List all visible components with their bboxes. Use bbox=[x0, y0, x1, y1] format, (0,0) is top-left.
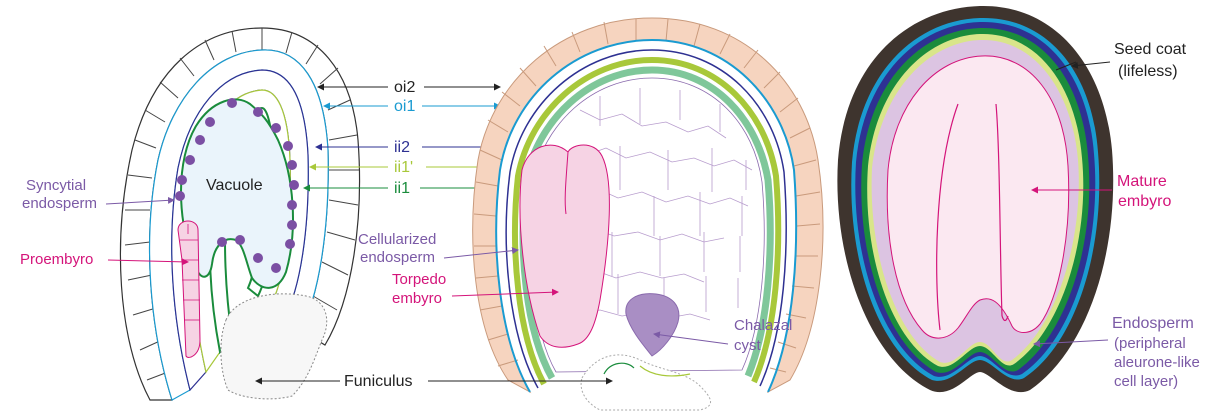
endosperm-label-2: (peripheral bbox=[1114, 335, 1186, 352]
endosperm-label-1: Endosperm bbox=[1112, 315, 1194, 332]
funiculus-label: Funiculus bbox=[344, 373, 412, 390]
vacuole-label: Vacuole bbox=[206, 177, 263, 194]
torpedo-label-1: Torpedo bbox=[392, 271, 446, 288]
seed-torpedo-stage bbox=[473, 18, 823, 410]
ii1-prime-label: ii1' bbox=[394, 159, 413, 176]
cellularized-endosperm-label-2: endosperm bbox=[360, 249, 435, 266]
seed-coat-label-2: (lifeless) bbox=[1118, 63, 1178, 80]
syncytial-endosperm-label-1: Syncytial bbox=[26, 177, 86, 194]
syncytial-endosperm-label-2: endosperm bbox=[22, 195, 97, 212]
funiculus-left bbox=[221, 294, 327, 399]
chalazal-label-1: Chalazal bbox=[734, 317, 792, 334]
funiculus-annotation: Funiculus bbox=[256, 373, 612, 390]
endosperm-label-4: cell layer) bbox=[1114, 373, 1178, 390]
cellularized-endosperm-label-1: Cellularized bbox=[358, 231, 436, 248]
ii1-label: ii1 bbox=[394, 180, 410, 197]
mature-embryo-body bbox=[887, 56, 1068, 338]
oi2-label: oi2 bbox=[394, 79, 415, 96]
torpedo-label-2: embyro bbox=[392, 290, 442, 307]
oi1-label: oi1 bbox=[394, 98, 415, 115]
ovule-syncytial-stage bbox=[120, 28, 359, 400]
seed-coat-label-1: Seed coat bbox=[1114, 41, 1187, 58]
endosperm-label-3: aleurone-like bbox=[1114, 354, 1200, 371]
proembyro-label: Proembyro bbox=[20, 251, 93, 268]
ii2-label: ii2 bbox=[394, 139, 410, 156]
mature-label-2: embyro bbox=[1118, 193, 1171, 210]
chalazal-label-2: cyst bbox=[734, 337, 762, 354]
mature-label-1: Mature bbox=[1117, 173, 1167, 190]
